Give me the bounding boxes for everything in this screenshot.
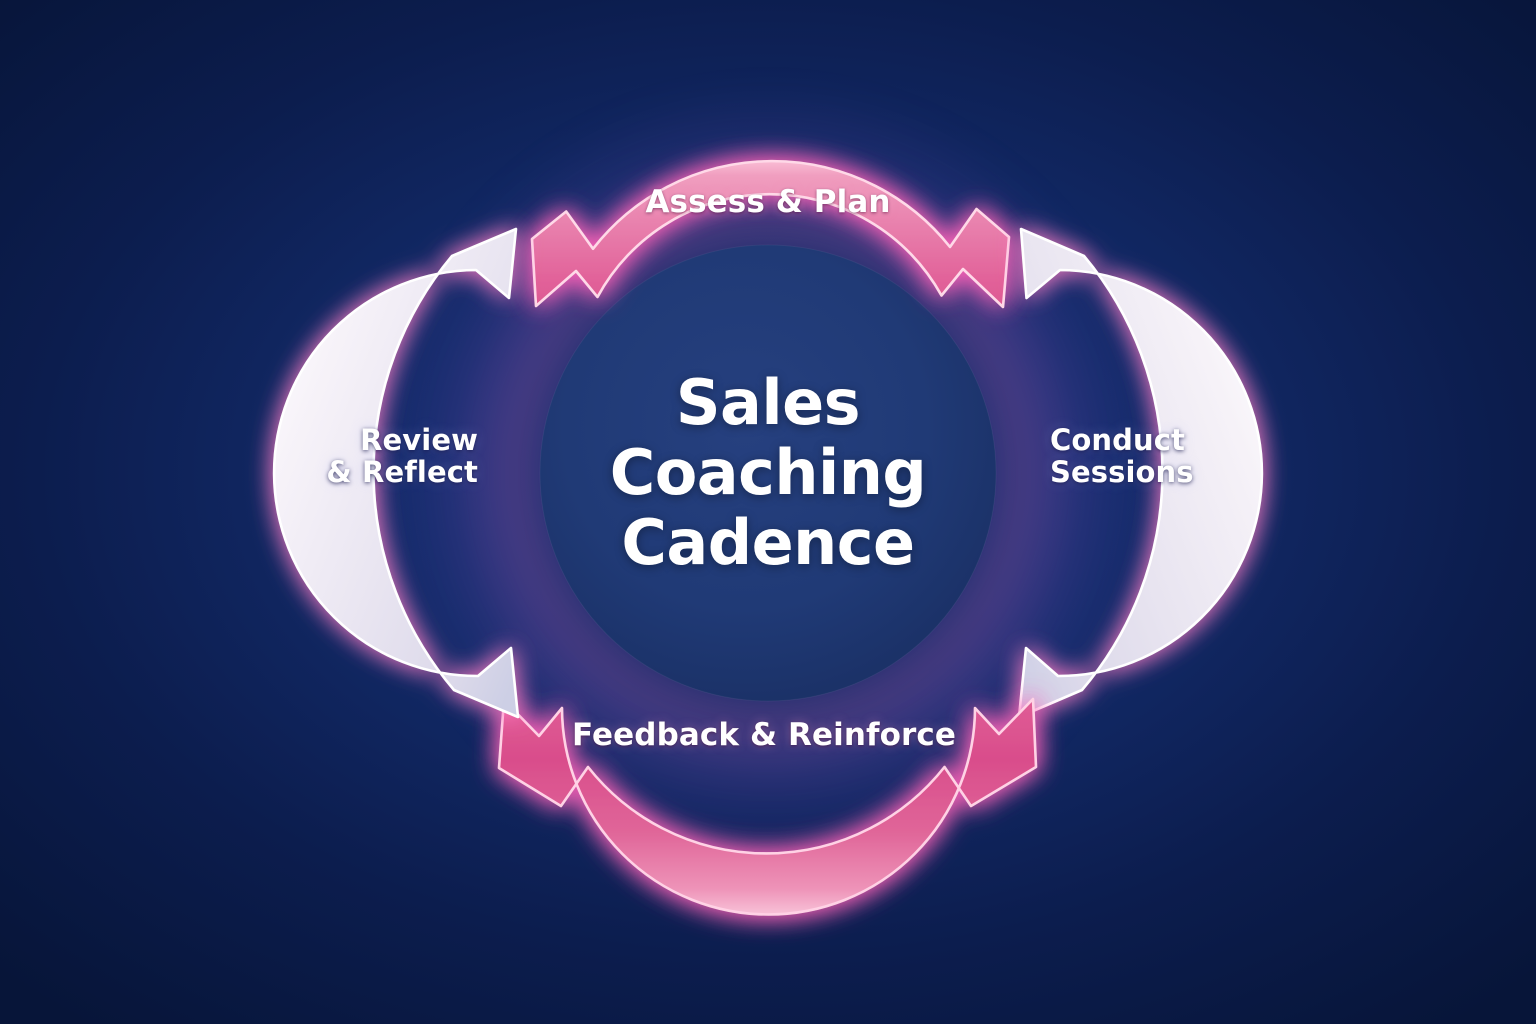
cycle-segment-feedback-reinforce[interactable] (497, 697, 1038, 916)
cycle-label-feedback-reinforce: Feedback & Reinforce (572, 717, 956, 753)
cycle-inner-circle (540, 245, 996, 701)
cycle-segment-conduct-sessions[interactable] (1017, 227, 1264, 719)
cycle-label-conduct-sessions: Conduct Sessions (1050, 423, 1194, 490)
center-title-line-1: Sales (675, 365, 861, 439)
center-title-line-3: Cadence (621, 506, 915, 580)
cycle-label-review-reflect: Review & Reflect (326, 423, 478, 490)
center-title-line-2: Coaching (609, 435, 927, 509)
cycle-segment-review-reflect[interactable] (272, 227, 520, 719)
cycle-inner-circle-rim (539, 244, 997, 702)
cycle-segment-assess-plan[interactable] (525, 141, 1011, 309)
cycle-label-assess-plan: Assess & Plan (645, 184, 891, 220)
cycle-center-title: Sales Coaching Cadence (558, 365, 978, 580)
